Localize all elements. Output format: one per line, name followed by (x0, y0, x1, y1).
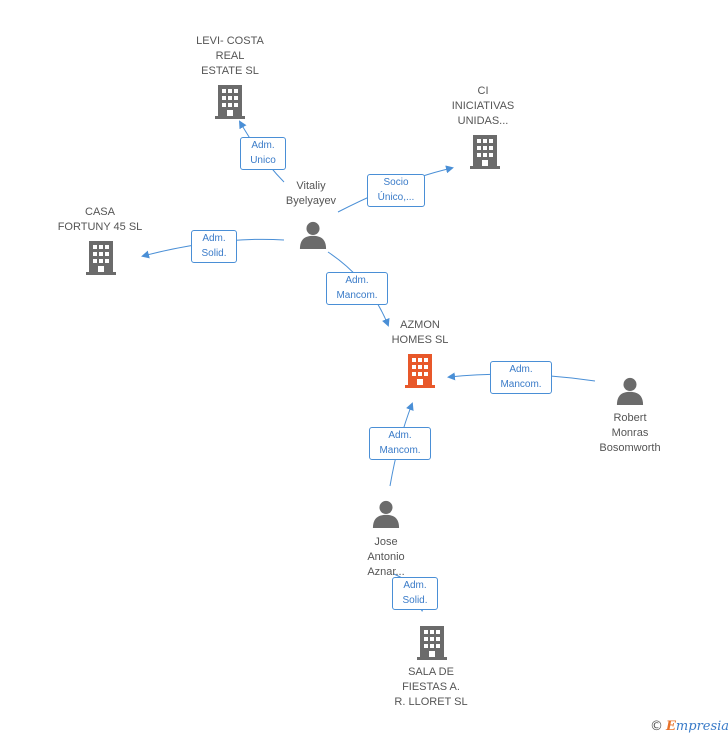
edge-label-vitaliy-levi: Adm. Unico (240, 137, 286, 170)
node-label-casa[interactable]: CASA FORTUNY 45 SL (57, 206, 143, 233)
building-icon (405, 354, 435, 388)
person-icon (299, 221, 327, 249)
node-label-ci[interactable]: CI INICIATIVAS UNIDAS... (451, 85, 515, 127)
edge-label-jose-azmon: Adm. Mancom. (369, 427, 431, 460)
person-icon (616, 377, 644, 405)
building-icon (417, 626, 447, 660)
node-label-azmon[interactable]: AZMON HOMES SL (391, 319, 449, 346)
node-label-vitaliy[interactable]: Vitaliy Byelyayev (285, 180, 337, 207)
node-label-robert[interactable]: Robert Monras Bosomworth (599, 412, 661, 454)
node-label-jose[interactable]: Jose Antonio Aznar... (367, 536, 405, 578)
edge-label-vitaliy-casa: Adm. Solid. (191, 230, 237, 263)
person-icon (372, 500, 400, 528)
empresia-logo[interactable]: ©Empresia (650, 719, 728, 734)
brand-name: mpresia (675, 719, 728, 734)
building-icon (215, 85, 245, 119)
edge-label-vitaliy-azmon: Adm. Mancom. (326, 272, 388, 305)
edge-label-vitaliy-ci: Socio Único,... (367, 174, 425, 207)
edge-label-jose-sala: Adm. Solid. (392, 577, 438, 610)
node-label-levi[interactable]: LEVI- COSTA REAL ESTATE SL (196, 35, 264, 77)
building-icon (86, 241, 116, 275)
copyright-symbol: © (650, 719, 663, 734)
node-label-sala[interactable]: SALA DE FIESTAS A. R. LLORET SL (394, 666, 468, 708)
building-icon (470, 135, 500, 169)
brand-initial: E (666, 719, 676, 734)
edge-label-robert-azmon: Adm. Mancom. (490, 361, 552, 394)
